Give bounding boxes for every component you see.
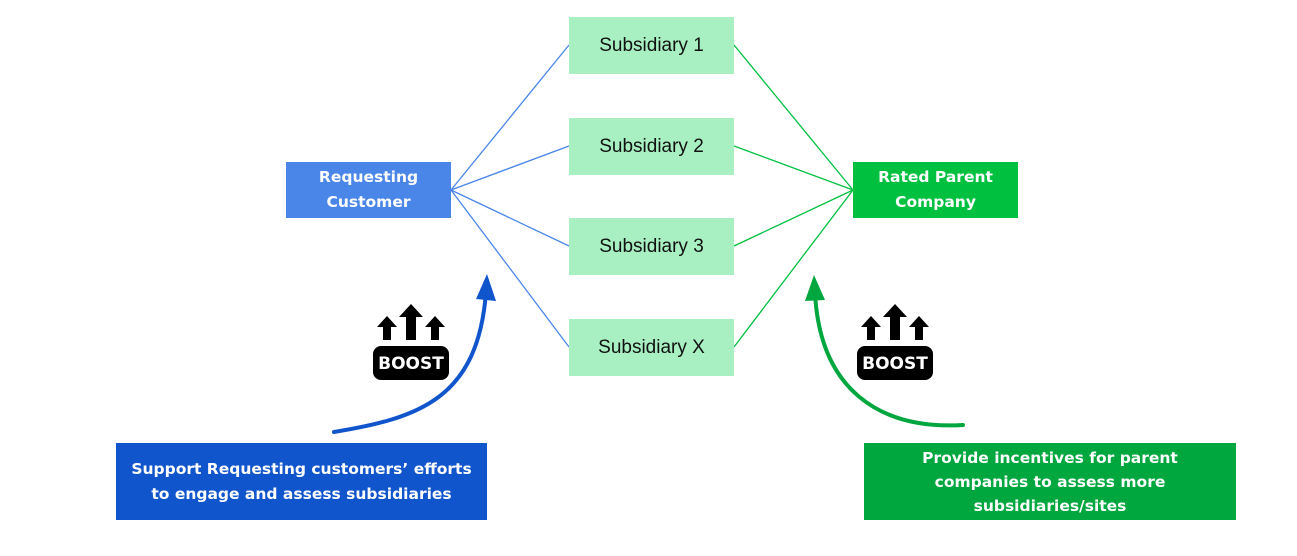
up-arrows-icon: BOOST [857,304,933,380]
requesting-customer-node: Requesting Customer [286,162,451,218]
connector-customer-subx [450,189,570,348]
connector-sub1-parent [733,44,854,191]
connector-sub3-parent [733,189,854,247]
connector-sub2-parent [733,145,854,191]
support-callout-text: Support Requesting customers’ efforts to… [131,459,472,503]
subsidiary-x-node: Subsidiary X [569,319,734,376]
requesting-customer-label: Requesting Customer [318,168,419,211]
rated-parent-company-label: Rated Parent Company [878,168,993,211]
curved-arrow-icon [805,275,965,428]
incentive-callout: Provide incentives for parent companies … [864,443,1236,520]
rated-parent-company-node: Rated Parent Company [853,162,1018,218]
connector-customer-sub1 [450,44,570,191]
support-callout: Support Requesting customers’ efforts to… [116,443,487,520]
connector-customer-sub3 [450,189,570,247]
curved-arrow-icon [332,274,496,434]
connector-customer-sub2 [450,145,570,191]
boost-label: BOOST [378,354,444,374]
subsidiary-3-node: Subsidiary 3 [569,218,734,275]
connector-subx-parent [733,189,854,348]
subsidiary-1-node: Subsidiary 1 [569,17,734,74]
up-arrows-icon: BOOST [373,304,449,380]
incentive-callout-text: Provide incentives for parent companies … [922,448,1178,515]
subsidiary-2-node: Subsidiary 2 [569,118,734,175]
boost-icon: BOOST [371,302,451,382]
boost-icon: BOOST [855,302,935,382]
boost-label: BOOST [862,354,928,374]
